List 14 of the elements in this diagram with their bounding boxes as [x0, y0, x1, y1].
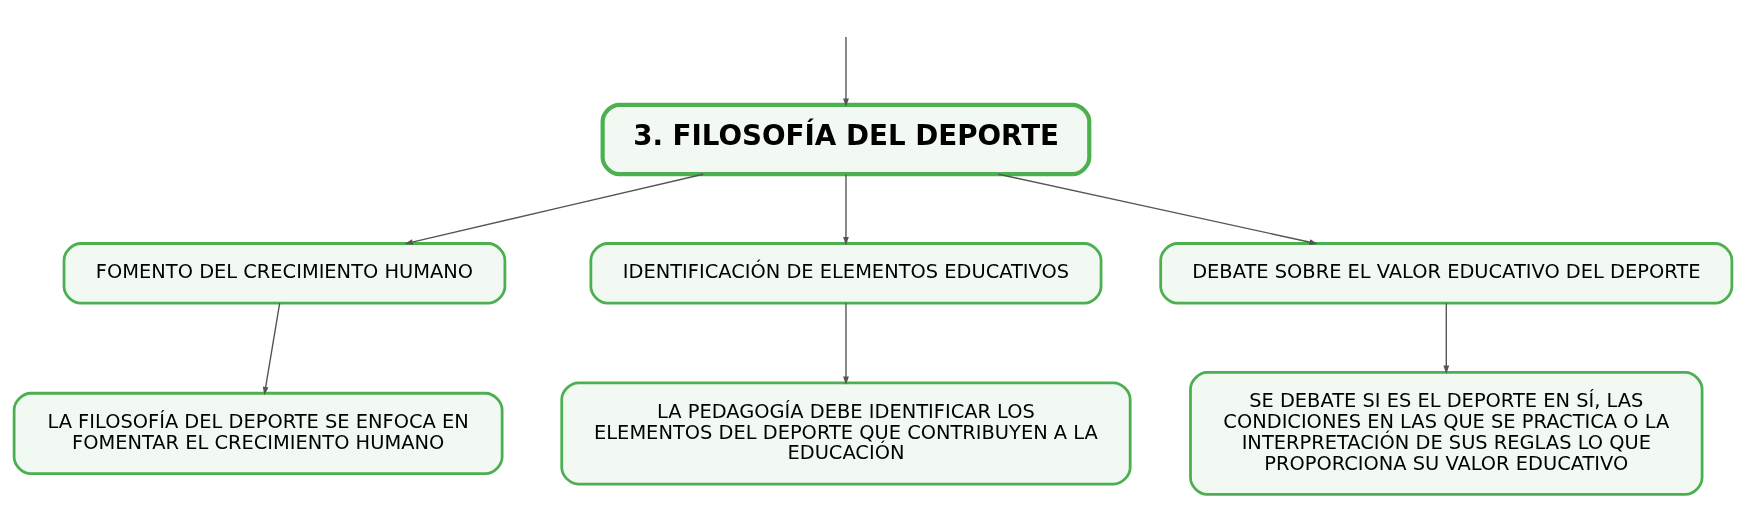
node-box: IDENTIFICACIÓN DE ELEMENTOS EDUCATIVOS [589, 242, 1103, 305]
arrow [843, 173, 849, 246]
arrow [404, 173, 704, 245]
node-box: LA PEDAGOGÍA DEBE IDENTIFICAR LOS ELEMENTOS DEL DEPORTE QUE CONTRIBUYEN A LA EDUCACIÓN [560, 381, 1132, 486]
arrow [843, 302, 849, 385]
arrow [1443, 302, 1450, 374]
arrow [843, 36, 849, 107]
node-box: FOMENTO DEL CRECIMIENTO HUMANO [62, 242, 507, 305]
arrow [262, 302, 281, 396]
node-box: DEBATE SOBRE EL VALOR EDUCATIVO DEL DEPORTE [1159, 242, 1734, 305]
node-box: SE DEBATE SI ES EL DEPORTE EN SÍ, LAS CONDICIONES EN LAS QUE SE PRACTICA O LA INTERPRETACIÓN DE SUS REGLAS LO QUE PROPORCIONA SU VALOR EDUCATIVO [1189, 371, 1704, 496]
arrow [997, 173, 1318, 245]
node-box: LA FILOSOFÍA DEL DEPORTE SE ENFOCA EN FOMENTAR EL CRECIMIENTO HUMANO [12, 391, 504, 476]
node-box: 3. FILOSOFÍA DEL DEPORTE [600, 102, 1092, 177]
